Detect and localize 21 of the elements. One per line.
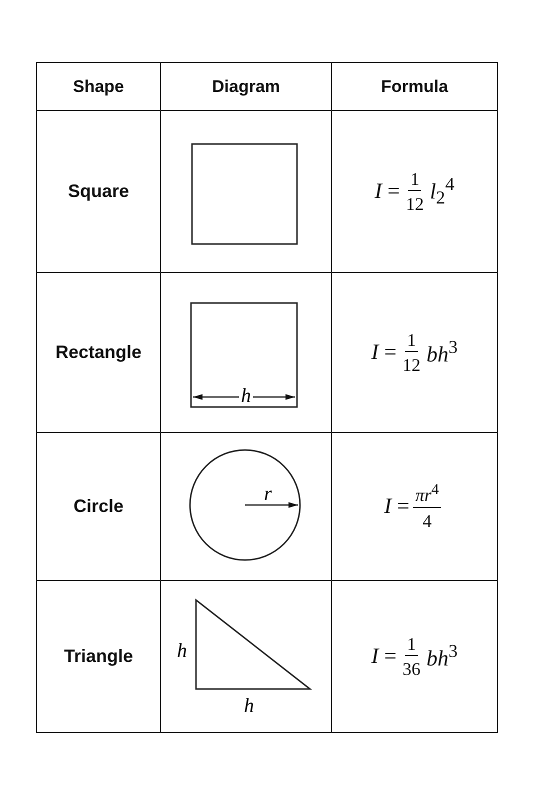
formula-text: I = — [371, 642, 397, 670]
fraction-numerator: 1 — [408, 168, 422, 191]
fraction-numerator: 1 — [405, 328, 418, 352]
column-header: Diagram — [212, 76, 280, 96]
fraction-numerator: πr$^{4}$ — [413, 481, 441, 508]
row-label: Circle — [73, 496, 124, 517]
fraction-denominator: 4 — [422, 510, 433, 532]
fraction-denominator: 12 — [402, 354, 422, 376]
fraction-denominator: 12 — [404, 193, 425, 216]
fraction-denominator: 36 — [402, 658, 422, 680]
formula-text: bh$^{3}$ — [426, 640, 458, 672]
column-header: Formula — [380, 76, 448, 96]
formula-text: I = — [384, 492, 410, 520]
formula-text: I = — [374, 177, 400, 206]
formula-text: I = — [371, 338, 397, 366]
row-label: Triangle — [64, 646, 134, 667]
formula-text: bh$^{3}$ — [426, 336, 458, 368]
row-label: Square — [68, 181, 130, 202]
row-label: Rectangle — [55, 342, 142, 363]
fraction-numerator: 1 — [405, 632, 418, 656]
column-header: Shape — [72, 76, 124, 96]
